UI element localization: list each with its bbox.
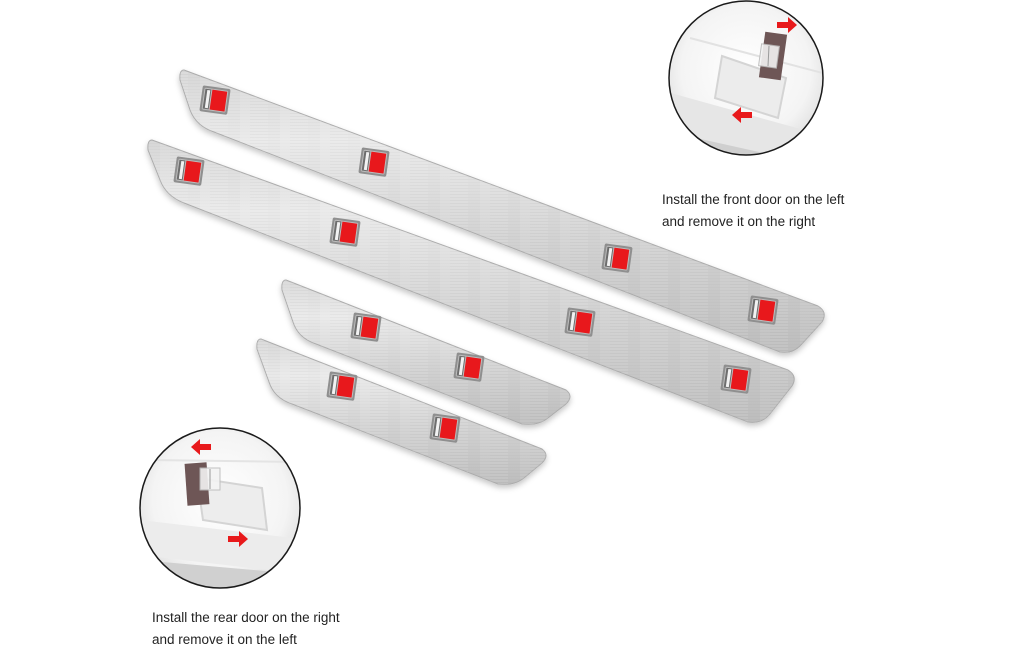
red-badge-icon bbox=[747, 295, 779, 325]
red-badge-icon bbox=[564, 307, 596, 337]
front-door-inset bbox=[668, 0, 824, 156]
red-badge-icon bbox=[358, 147, 390, 177]
red-badge-icon bbox=[453, 352, 485, 382]
arrow-right-icon bbox=[228, 531, 248, 547]
sill-plate-front-left bbox=[179, 69, 825, 353]
red-badge-icon bbox=[429, 413, 461, 443]
rear-caption-line1: Install the rear door on the right bbox=[152, 610, 340, 625]
red-badge-icon bbox=[326, 371, 358, 401]
rear-door-caption: Install the rear door on the right and r… bbox=[152, 607, 340, 651]
front-caption-line2: and remove it on the right bbox=[662, 214, 816, 229]
red-badge-icon bbox=[173, 156, 205, 186]
front-door-caption: Install the front door on the left and r… bbox=[662, 189, 844, 233]
clip-recess bbox=[195, 476, 269, 532]
inset-border bbox=[139, 427, 301, 589]
arrow-left-icon bbox=[732, 107, 752, 123]
sill-plate-front-right bbox=[147, 139, 795, 423]
red-badge-icon bbox=[601, 243, 633, 273]
rear-caption-line2: and remove it on the left bbox=[152, 632, 297, 647]
red-badge-icon bbox=[199, 85, 231, 115]
red-badge-icon bbox=[720, 364, 752, 394]
red-badge-icon bbox=[350, 312, 382, 342]
front-caption-line1: Install the front door on the left bbox=[662, 192, 845, 207]
arrow-right-icon bbox=[777, 17, 797, 33]
inset-border bbox=[668, 0, 824, 156]
arrow-left-icon bbox=[191, 439, 211, 455]
sill-plate-rear-right bbox=[256, 338, 547, 485]
rear-door-inset bbox=[139, 427, 301, 589]
red-badge-icon bbox=[329, 217, 361, 247]
